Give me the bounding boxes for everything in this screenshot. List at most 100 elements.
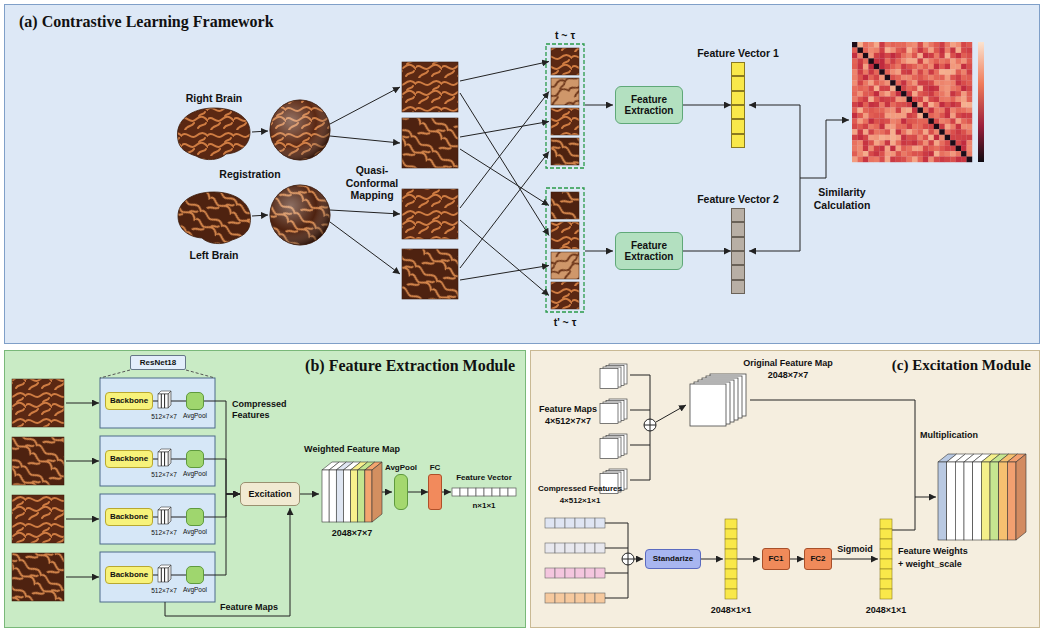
similarity-heatmap [857,47,863,53]
similarity-heatmap [868,53,874,59]
similarity-heatmap [879,80,885,86]
panel-ground [530,350,1040,628]
similarity-heatmap [852,102,858,108]
similarity-heatmap [857,91,863,97]
similarity-heatmap [939,80,945,86]
similarity-heatmap [852,107,858,113]
similarity-heatmap [945,53,951,59]
feature-cube [158,507,171,524]
arrow-line [460,220,549,296]
panel-title: (c) Excitation Module [892,357,1031,374]
input-patch [12,553,64,601]
panel-title: (a) Contrastive Learning Framework [19,13,274,31]
similarity-heatmap [967,42,973,48]
similarity-heatmap [852,80,858,86]
similarity-heatmap [945,69,951,75]
similarity-heatmap [890,75,896,81]
similarity-heatmap [879,146,885,152]
similarity-heatmap [907,86,913,92]
arrow-line [749,251,800,252]
node-label: FC1 [768,554,783,563]
similarity-heatmap [928,58,934,64]
similarity-heatmap [956,157,962,163]
vector-cell [731,76,745,90]
node-label: Feature Extraction [619,94,679,117]
arrow-line [800,120,849,178]
text-label: t' ~ τ [554,316,577,329]
compressed-feature [595,543,605,553]
similarity-heatmap [907,64,913,70]
feature-map-stack [981,454,1000,462]
similarity-heatmap [896,102,902,108]
large-feature-map [694,382,730,424]
branch-frame [100,494,215,544]
node-label: AvgPool [385,463,417,472]
similarity-heatmap [917,113,923,119]
similarity-heatmap [896,113,902,119]
connector-arrow [204,494,240,517]
backbone-box: Backbone [105,566,153,584]
compressed-feature [575,593,585,603]
flat-patch [402,249,458,299]
feature-cube [158,391,171,394]
similarity-heatmap [868,135,874,141]
compressed-feature [565,543,575,553]
similarity-heatmap [879,157,885,163]
similarity-heatmap [945,75,951,81]
similarity-heatmap [961,64,967,70]
similarity-heatmap [857,113,863,119]
similarity-heatmap [945,47,951,53]
similarity-heatmap [956,107,962,113]
text-label: Weighted Feature Map [304,444,400,455]
similarity-heatmap [939,47,945,53]
similarity-heatmap [874,91,880,97]
similarity-heatmap [868,64,874,70]
small-feature-map [609,364,627,384]
weight-vector [880,589,892,599]
arrow-line [460,92,549,209]
sum-symbol [644,419,656,431]
feature-map-stack [1007,454,1026,462]
text-label: Sigmoid [837,544,873,555]
feature-vector: Feature Vector 1 [731,62,745,148]
pool-block: AvgPool [186,508,204,526]
text-label: 512×7×7 [151,471,177,479]
text-label: n×1×1 [472,501,495,511]
similarity-heatmap [890,64,896,70]
similarity-heatmap [928,69,934,75]
arrow-line [737,559,760,560]
similarity-heatmap [868,86,874,92]
similarity-heatmap [912,58,918,64]
similarity-heatmap [928,42,934,48]
similarity-heatmap [912,42,918,48]
similarity-heatmap [907,91,913,97]
similarity-heatmap [885,80,891,86]
similarity-heatmap [874,53,880,59]
small-feature-map [609,434,627,454]
similarity-heatmap [934,86,940,92]
similarity-heatmap [956,140,962,146]
similarity-heatmap [928,53,934,59]
similarity-heatmap [928,124,934,130]
similarity-heatmap [901,97,907,103]
sphere-drawing [270,100,330,160]
similarity-heatmap [874,140,880,146]
similarity-heatmap [901,47,907,53]
feature-map-stack [938,462,947,540]
node-label: Feature Vector 2 [697,193,779,205]
sum-symbol [644,425,656,426]
similarity-heatmap [917,157,923,163]
connector-arrow [408,492,428,493]
feature-map-stack [322,462,339,470]
arrow-line [749,105,800,106]
similarity-heatmap [874,146,880,152]
similarity-heatmap [890,157,896,163]
similarity-heatmap [945,64,951,70]
similarity-heatmap [912,151,918,157]
sum-symbol [622,553,634,565]
sum-symbol [650,419,651,431]
similarity-heatmap [928,91,934,97]
feature-cube [164,510,165,524]
feature-cube [158,394,168,408]
